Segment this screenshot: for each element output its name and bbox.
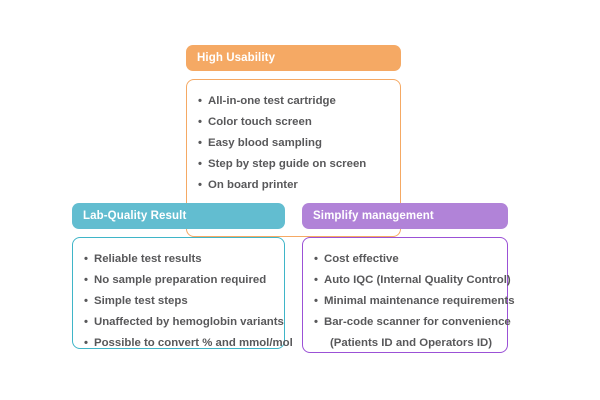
- card-body-lab-quality-result: Reliable test results No sample preparat…: [72, 237, 293, 354]
- list-item: Cost effective: [314, 249, 497, 270]
- card-body-simplify-management: Cost effective Auto IQC (Internal Qualit…: [302, 237, 515, 354]
- feature-list-simplify-management: Cost effective Auto IQC (Internal Qualit…: [314, 249, 515, 354]
- card-header-high-usability: High Usability: [186, 45, 401, 71]
- card-header-simplify-management: Simplify management: [302, 203, 508, 229]
- list-item: Color touch screen: [198, 112, 390, 133]
- card-header-lab-quality-result: Lab-Quality Result: [72, 203, 285, 229]
- list-item: All-in-one test cartridge: [198, 91, 390, 112]
- list-item: No sample preparation required: [84, 270, 274, 291]
- list-item: Minimal maintenance requirements: [314, 291, 515, 312]
- feature-list-high-usability: All-in-one test cartridge Color touch sc…: [198, 91, 390, 196]
- list-item: Auto IQC (Internal Quality Control): [314, 270, 511, 291]
- list-item: On board printer: [198, 175, 390, 196]
- list-item: Simple test steps: [84, 291, 274, 312]
- list-item: Easy blood sampling: [198, 133, 390, 154]
- list-item: Step by step guide on screen: [198, 154, 390, 175]
- list-item: Possible to convert % and mmol/mol: [84, 333, 293, 354]
- list-item: Unaffected by hemoglobin variants: [84, 312, 284, 333]
- list-item-continuation: (Patients ID and Operators ID): [330, 337, 493, 349]
- feature-list-lab-quality-result: Reliable test results No sample preparat…: [84, 249, 293, 354]
- list-item: Reliable test results: [84, 249, 274, 270]
- list-item: Bar-code scanner for convenience: [314, 312, 511, 333]
